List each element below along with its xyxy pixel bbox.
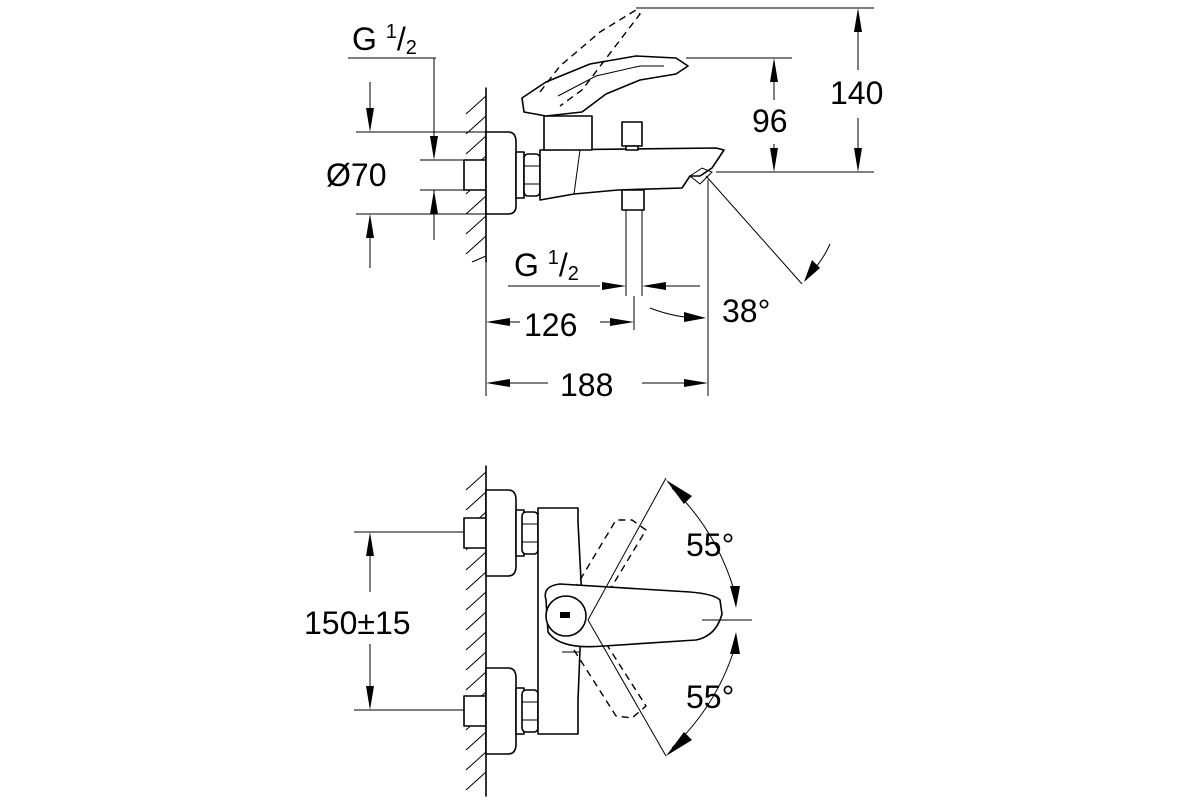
lever-alt-positions xyxy=(573,519,647,719)
height-total-label: 140 xyxy=(830,75,883,111)
thread-outlet-label: G 1/2 xyxy=(514,247,579,285)
centre-distance-label: 150±15 xyxy=(304,605,411,641)
dim-lever-angles: 55° 55° xyxy=(587,477,752,757)
front-view: 55° 55° 150±15 xyxy=(304,465,752,797)
wall-hatch-bottom xyxy=(465,465,487,797)
dim-height-spout: 96 xyxy=(686,57,874,173)
dim-centre-distance: 150±15 xyxy=(304,531,464,711)
height-spout-label: 96 xyxy=(752,103,788,139)
dim-thread-outlet: G 1/2 xyxy=(508,247,700,290)
dim-height-total: 140 xyxy=(636,7,883,172)
thread-inlet-label: G 1/2 xyxy=(352,21,417,59)
dim-spout-angle: 38° xyxy=(649,175,831,329)
connection-side xyxy=(463,131,541,215)
dim-diameter: Ø70 xyxy=(326,82,486,268)
depth-outlet-label: 126 xyxy=(524,307,577,343)
dim-depth: 126 188 xyxy=(485,180,709,403)
mixer-body-side xyxy=(539,115,725,296)
spout-angle-label: 38° xyxy=(722,293,770,329)
diameter-label: Ø70 xyxy=(326,157,386,193)
side-view: G 1/2 Ø70 96 xyxy=(326,7,883,403)
lever-angle-up-label: 55° xyxy=(686,527,734,563)
dim-thread-inlet: G 1/2 xyxy=(348,21,438,240)
connection-lower xyxy=(463,667,539,755)
depth-total-label: 188 xyxy=(560,367,613,403)
lever-front xyxy=(544,583,723,648)
lever-angle-down-label: 55° xyxy=(686,679,734,715)
connection-upper xyxy=(463,489,539,577)
lever-side xyxy=(521,9,689,117)
